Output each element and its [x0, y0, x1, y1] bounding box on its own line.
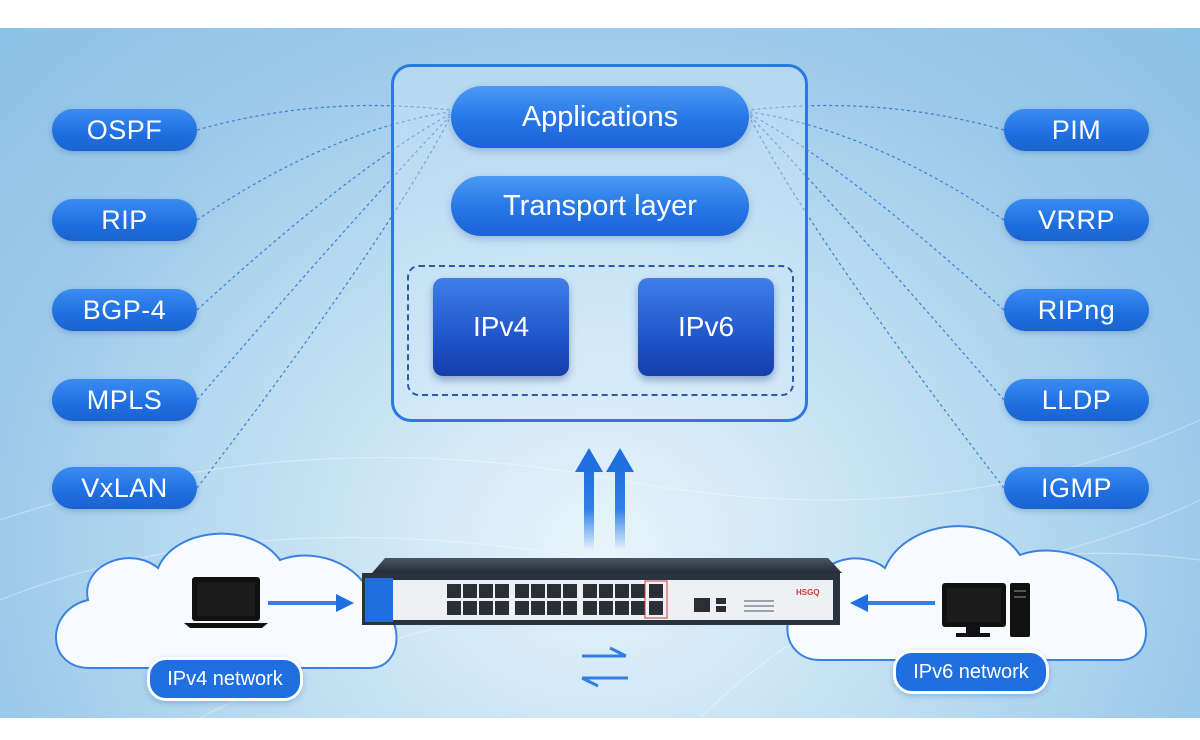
protocol-pim: PIM — [1004, 109, 1149, 151]
protocol-vxlan: VxLAN — [52, 467, 197, 509]
protocol-ripng: RIPng — [1004, 289, 1149, 331]
ipv6-network-label: IPv6 network — [893, 650, 1049, 694]
protocol-vrrp: VRRP — [1004, 199, 1149, 241]
protocol-mpls: MPLS — [52, 379, 197, 421]
applications-layer: Applications — [451, 86, 749, 148]
switch-brand: HSGQ — [796, 588, 820, 597]
protocol-igmp: IGMP — [1004, 467, 1149, 509]
protocol-bgp4: BGP-4 — [52, 289, 197, 331]
arrow-right-icon — [268, 594, 354, 612]
laptop-icon — [184, 577, 268, 628]
network-switch-icon: HSGQ — [362, 558, 842, 625]
desktop-computer-icon — [942, 583, 1030, 637]
ipv4-block: IPv4 — [433, 278, 569, 376]
upload-arrows-icon — [575, 448, 634, 550]
network-layer-group — [407, 265, 794, 396]
protocol-lldp: LLDP — [1004, 379, 1149, 421]
transport-layer: Transport layer — [451, 176, 749, 236]
protocol-rip: RIP — [52, 199, 197, 241]
protocol-ospf: OSPF — [52, 109, 197, 151]
ipv4-network-label: IPv4 network — [147, 657, 303, 701]
ipv6-block: IPv6 — [638, 278, 774, 376]
bidirectional-arrows-icon — [581, 646, 628, 688]
arrow-left-icon — [850, 594, 935, 612]
